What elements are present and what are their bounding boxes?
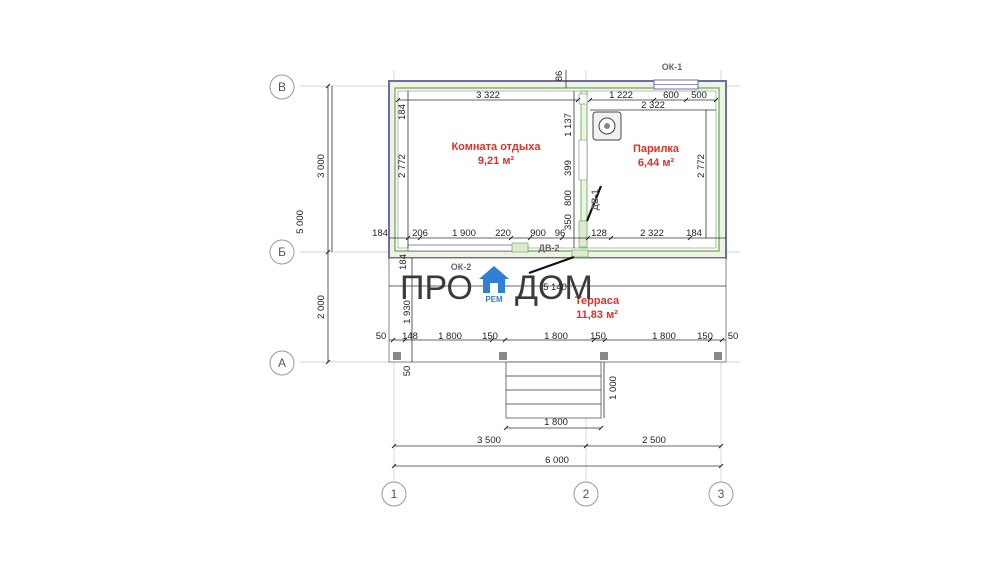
dim-2000: 2 000	[316, 295, 327, 319]
dim-399: 399	[563, 160, 574, 176]
dim-220: 220	[495, 228, 511, 239]
svg-text:Б: Б	[278, 245, 286, 259]
dim-3500: 3 500	[477, 435, 501, 446]
dim-1222: 1 222	[609, 90, 633, 101]
svg-text:3: 3	[718, 487, 725, 501]
axis-bubble-v: В	[269, 74, 295, 100]
dim-128: 128	[591, 228, 607, 239]
sauna-stove-icon	[592, 111, 622, 141]
house-icon	[479, 266, 509, 293]
svg-text:1: 1	[391, 487, 398, 501]
dim-2772-right: 2 772	[696, 154, 707, 178]
dim-184-row-b: 184	[686, 228, 702, 239]
axis-bubble-1: 1	[381, 481, 407, 507]
svg-text:2: 2	[583, 487, 590, 501]
dim-3322: 3 322	[476, 90, 500, 101]
building-walls	[388, 79, 727, 259]
tag-window-ok1: ОК-1	[662, 62, 683, 72]
axis-bubble-b: Б	[269, 239, 295, 265]
room-name-rest: Комната отдыха	[451, 141, 541, 153]
terrace-deck	[388, 242, 727, 363]
dim-600: 600	[663, 90, 679, 101]
dim-2322-top: 2 322	[641, 100, 665, 111]
dim-1930: 1 930	[402, 300, 413, 324]
dim-1800-b: 1 800	[544, 331, 568, 342]
room-area-terrace: 11,83 м²	[576, 309, 618, 321]
dim-1900: 1 900	[452, 228, 476, 239]
dim-184-left: 184	[397, 104, 408, 120]
logo-text-sub: РЕМ	[485, 295, 503, 304]
dim-500: 500	[691, 90, 707, 101]
logo-text-right: ДОМ	[515, 269, 593, 307]
dim-1800-c: 1 800	[652, 331, 676, 342]
terrace-stairs	[505, 361, 602, 419]
dimension-labels: 86 3 322 1 222 600 500 2 322 184 2 772 2…	[295, 71, 738, 466]
room-name-steam: Парилка	[633, 143, 680, 155]
room-area-rest: 9,21 м²	[478, 155, 515, 167]
brand-logo: ПРО РЕМ ДОМ	[400, 266, 593, 307]
dim-2772-left: 2 772	[397, 154, 408, 178]
dim-350: 350	[563, 214, 574, 230]
dim-150-a: 150	[482, 331, 498, 342]
dim-1800-a: 1 800	[438, 331, 462, 342]
dim-2500: 2 500	[642, 435, 666, 446]
dim-1000: 1 000	[608, 376, 619, 400]
dim-5000: 5 000	[295, 210, 306, 234]
door-dv1	[578, 185, 603, 248]
dim-148: 148	[402, 331, 418, 342]
dim-stair-1800: 1 800	[544, 417, 568, 428]
dim-50-c: 50	[402, 366, 413, 377]
dim-5140: 5 140	[543, 282, 567, 293]
logo-text-left: ПРО	[400, 269, 473, 307]
dim-86: 86	[554, 71, 565, 82]
dimension-ticks	[325, 83, 725, 469]
dim-184-row-a: 184	[372, 228, 388, 239]
dim-150-c: 150	[697, 331, 713, 342]
axis-bubble-3: 3	[708, 481, 734, 507]
tag-window-ok2: ОК-2	[451, 262, 472, 272]
dim-206: 206	[412, 228, 428, 239]
tag-door-dv1: ДВ-1	[590, 190, 600, 211]
room-area-steam: 6,44 м²	[638, 157, 675, 169]
dim-96: 96	[555, 228, 566, 239]
svg-text:А: А	[278, 356, 286, 370]
dim-184-terrace: 184	[398, 254, 409, 270]
dim-900: 900	[530, 228, 546, 239]
dim-800: 800	[563, 190, 574, 206]
dim-50-a: 50	[376, 331, 387, 342]
dim-6000: 6 000	[545, 455, 569, 466]
dim-2322-row: 2 322	[640, 228, 664, 239]
dim-1137: 1 137	[563, 113, 574, 137]
tag-door-dv2: ДВ-2	[539, 243, 560, 253]
partition-details	[578, 93, 588, 181]
room-name-terrace: Терраса	[575, 295, 620, 307]
dim-50-b: 50	[728, 331, 739, 342]
dim-150-b: 150	[590, 331, 606, 342]
axis-bubble-a: А	[269, 350, 295, 376]
dimension-lines	[327, 70, 726, 467]
axis-bubble-2: 2	[573, 481, 599, 507]
dim-3000: 3 000	[316, 154, 327, 178]
door-dv2	[528, 249, 589, 275]
svg-text:В: В	[278, 80, 286, 94]
